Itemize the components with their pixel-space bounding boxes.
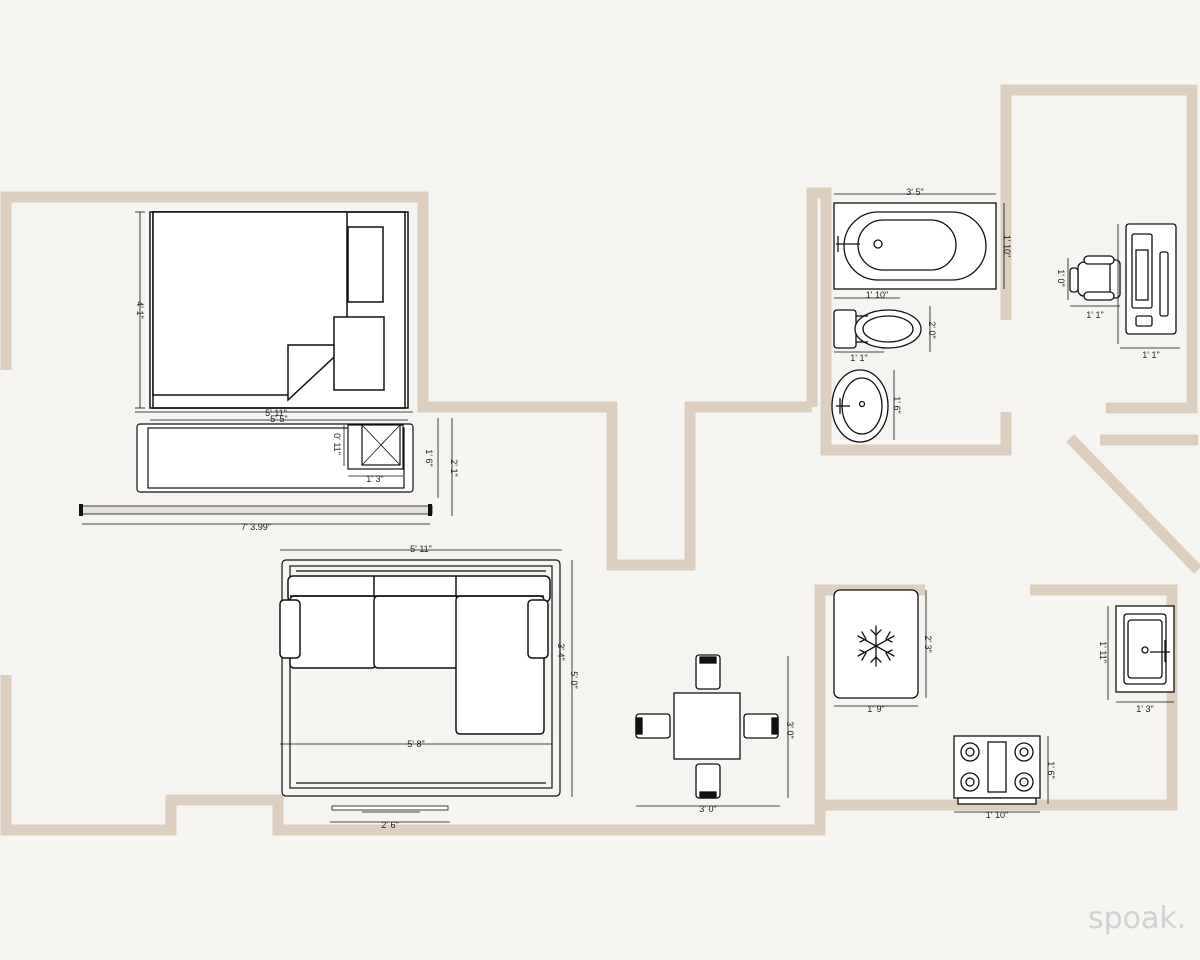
tv-stand[interactable] (330, 805, 450, 823)
toilet-width-label: 1' 1" (850, 353, 867, 363)
pillow-top (347, 226, 384, 303)
bench-cushion (147, 427, 405, 489)
wall-kitchen-right (820, 584, 1178, 811)
bench-dimension-lines (343, 418, 453, 516)
sofa-seat-1 (289, 595, 377, 669)
toilet[interactable] (833, 309, 922, 349)
bathroom-sink[interactable] (831, 369, 889, 443)
sink-dimension-lines (1107, 606, 1174, 703)
tv-stand-board (331, 805, 449, 811)
shelf-end-left (79, 504, 83, 516)
fridge-width-label: 1' 9" (867, 704, 884, 714)
bed-dimension-lines (135, 211, 413, 421)
toilet-tank (833, 309, 857, 349)
stove[interactable] (953, 735, 1041, 805)
chair-arm-bottom (1083, 291, 1115, 301)
bed-duvet-fold (287, 344, 349, 402)
desk-width-label: 1' 1" (1142, 350, 1159, 360)
wall-bathroom-right (1000, 84, 1198, 414)
chair-width-label: 1' 1" (1086, 310, 1103, 320)
fridge-height-label: 2' 3" (923, 635, 933, 652)
bed[interactable] (149, 211, 409, 409)
rug-inner (289, 565, 553, 789)
sofa-width-label: 5' 11" (410, 544, 432, 554)
bed-height-label: 4' 1" (135, 301, 145, 318)
chair-height-label: 1' 0" (1056, 269, 1066, 286)
stove-panel (987, 741, 1007, 793)
toilet-dimension-lines (834, 306, 931, 353)
walls (0, 84, 1200, 836)
chair-back (1109, 259, 1121, 299)
bed-width-outer-label: 5' 11" (265, 408, 287, 418)
sofa-seat-2 (373, 595, 459, 669)
dining-set[interactable] (635, 654, 779, 799)
chair-top (695, 654, 721, 690)
bench-side-label: 1' 6" (424, 449, 434, 466)
dining-table (673, 692, 741, 760)
desk-keyboard (1135, 249, 1149, 301)
wall-bathroom (806, 187, 1012, 456)
sink-height-label: 1' 11" (1098, 641, 1108, 663)
wall-main-bottom (0, 584, 826, 836)
sofa-dimension-lines (280, 549, 573, 797)
shelf-board (79, 505, 433, 515)
bench-side2-label: 2' 1" (449, 459, 459, 476)
shelf[interactable] (79, 504, 433, 525)
chair-right (743, 713, 779, 739)
dining-height-label: 3' 0" (785, 721, 795, 738)
office-chair[interactable] (1069, 255, 1121, 301)
bench-depth-label: 0' 11" (332, 433, 342, 455)
shelf-width-label: 7' 3.99" (241, 522, 271, 532)
dining-width-label: 3' 0" (699, 804, 716, 814)
rug-width-label: 5' 8" (407, 739, 424, 749)
chair-dimension-lines (1067, 258, 1120, 307)
tub-dimension-lines (834, 193, 1005, 299)
shelf-end-right (428, 504, 432, 516)
stove-base (957, 797, 1037, 805)
desk-monitor (1131, 233, 1153, 309)
chair-bottom (695, 763, 721, 799)
desk[interactable] (1125, 223, 1177, 335)
bench-item-width-label: 1' 3" (366, 474, 383, 484)
wall-main-left (0, 191, 812, 571)
dining-dimension-lines (636, 656, 789, 807)
bathtub[interactable] (833, 202, 997, 290)
tub-basin (857, 219, 957, 271)
sink-bowl (1127, 619, 1163, 679)
sink-width-label: 1' 3" (1136, 704, 1153, 714)
kitchen-sink[interactable] (1115, 605, 1175, 693)
desk-dimension-lines (1117, 224, 1180, 349)
chair-seat (1077, 261, 1115, 297)
bed-width-inner-label: 5' 5" (270, 414, 287, 424)
chair-left (635, 713, 671, 739)
sofa-arm-left (279, 599, 301, 659)
tub-height-label: 1' 10" (1002, 235, 1012, 257)
sofa-depth-label: 3' 4" (556, 643, 566, 660)
snowflake-icon (857, 625, 895, 667)
wall-diagonal (1066, 434, 1200, 574)
sofa[interactable] (279, 575, 551, 735)
tub-inner-width-label: 1' 10" (866, 290, 888, 300)
sofa-arm-right (527, 599, 549, 659)
desk-lamp (1159, 251, 1169, 317)
basin-height-label: 1' 6" (892, 396, 902, 413)
stove-width-label: 1' 10" (986, 810, 1008, 820)
tub-width-label: 3' 5" (906, 187, 923, 197)
rug-depth-label: 5' 0" (569, 671, 579, 688)
toilet-height-label: 2' 0" (927, 321, 937, 338)
fridge-dimension-lines (834, 590, 927, 707)
stove-dimension-lines (954, 736, 1049, 813)
chair-arm-top (1083, 255, 1115, 265)
tv-width-label: 2' 6" (381, 820, 398, 830)
pillow-bottom (333, 316, 385, 391)
spoak-watermark: spoak. (1088, 901, 1186, 936)
stove-height-label: 1' 6" (1046, 761, 1056, 778)
